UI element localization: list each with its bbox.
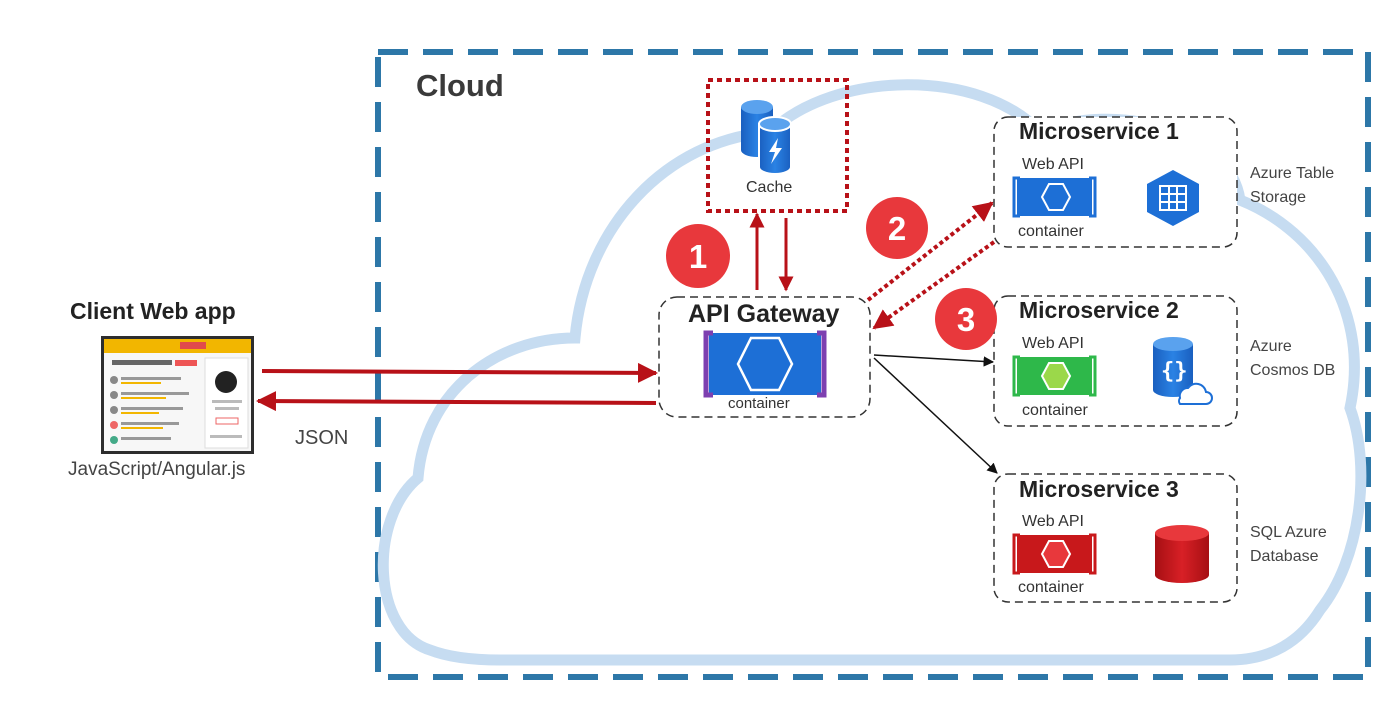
step-badge-3-number: 3 bbox=[956, 301, 976, 338]
microservice-1-container-label: container bbox=[1018, 223, 1084, 240]
gateway-container-icon bbox=[703, 330, 827, 398]
cloud-boundary bbox=[375, 49, 1371, 680]
svg-text:{}: {} bbox=[1161, 359, 1188, 384]
step-badge-2 bbox=[866, 197, 928, 259]
ms3-container-icon bbox=[1012, 533, 1097, 575]
response-arrow bbox=[256, 391, 657, 412]
step-badge-1-number: 1 bbox=[688, 238, 708, 275]
gateway-container-label: container bbox=[728, 395, 790, 412]
cache-icon bbox=[741, 100, 792, 175]
gateway-title: API Gateway bbox=[688, 300, 840, 328]
client-tech-label: JavaScript/Angular.js bbox=[68, 459, 246, 480]
client-title: Client Web app bbox=[70, 298, 236, 324]
gateway-to-ms3-arrow bbox=[873, 357, 998, 474]
step-badge-1 bbox=[666, 224, 730, 288]
step-badge-2-number: 2 bbox=[887, 210, 907, 247]
gateway-to-ms1-arrow bbox=[866, 201, 994, 302]
microservice-2-container-label: container bbox=[1022, 402, 1088, 419]
microservice-2-storage-label: Azure Cosmos DB bbox=[1250, 338, 1336, 379]
microservice-2-webapi-label: Web API bbox=[1022, 335, 1084, 352]
microservice-3-webapi-label: Web API bbox=[1022, 513, 1084, 530]
microservice-3-container-label: container bbox=[1018, 579, 1084, 596]
microservice-3-storage-label: SQL Azure Database bbox=[1250, 524, 1327, 565]
table-storage-icon bbox=[1147, 170, 1199, 226]
ms1-to-gateway-arrow bbox=[872, 240, 996, 330]
microservice-1-webapi-label: Web API bbox=[1022, 156, 1084, 173]
request-arrow bbox=[261, 362, 658, 383]
protocol-label: JSON bbox=[295, 427, 349, 449]
cloud-label: Cloud bbox=[416, 68, 504, 103]
cosmos-db-icon: {} bbox=[1153, 337, 1213, 405]
cache-label: Cache bbox=[746, 179, 793, 196]
ms1-container-icon bbox=[1012, 176, 1097, 218]
step-badge-3 bbox=[935, 288, 997, 350]
ms2-container-icon bbox=[1012, 355, 1097, 397]
microservice-1-storage-label: Azure Table Storage bbox=[1250, 165, 1335, 206]
sql-database-icon bbox=[1155, 525, 1209, 583]
microservice-3-title: Microservice 3 bbox=[1019, 476, 1179, 502]
microservice-1-title: Microservice 1 bbox=[1019, 118, 1179, 144]
microservice-2-title: Microservice 2 bbox=[1019, 297, 1179, 323]
client-app-screenshot bbox=[101, 336, 254, 454]
gateway-to-ms2-arrow bbox=[873, 354, 995, 367]
